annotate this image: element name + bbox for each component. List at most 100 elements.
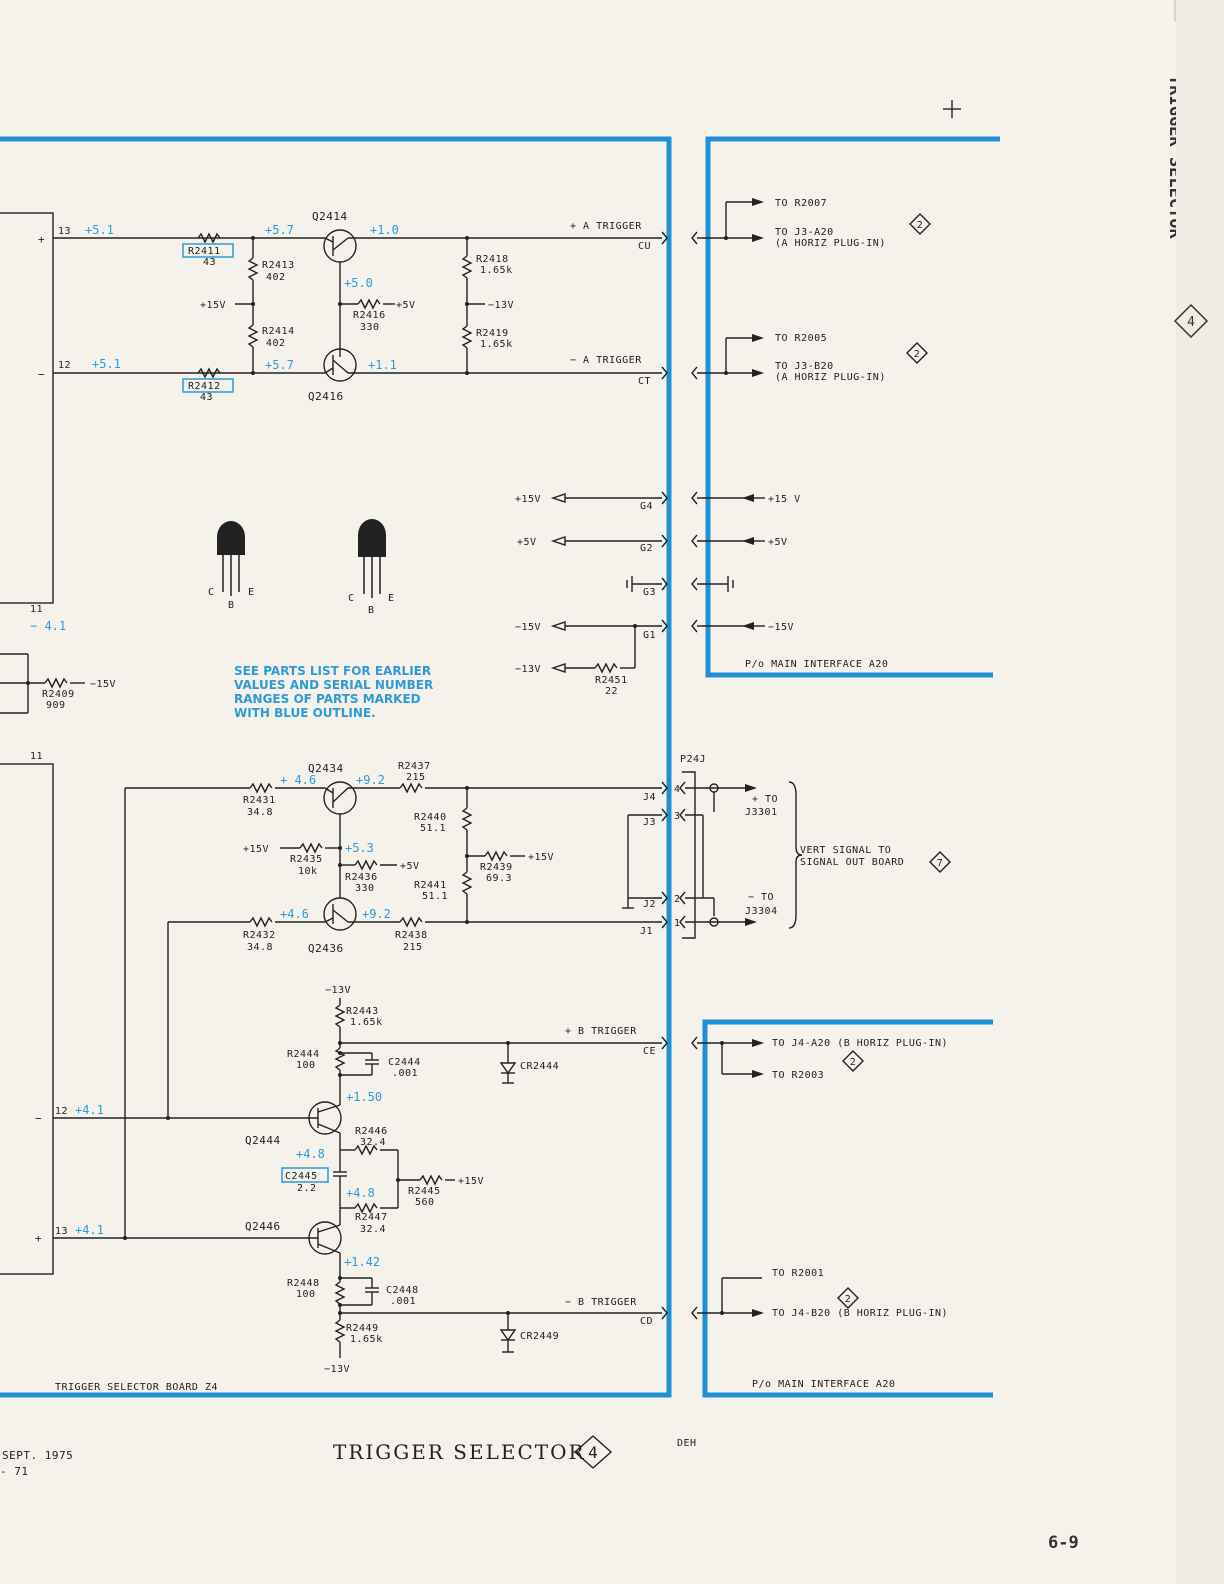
svg-text:2: 2 (914, 349, 921, 360)
svg-text:R2416: R2416 (353, 310, 386, 321)
svg-text:−: − (35, 1112, 42, 1125)
svg-text:C2445: C2445 (285, 1171, 318, 1182)
svg-text:R2446: R2446 (355, 1126, 388, 1137)
svg-text:J3: J3 (643, 817, 656, 828)
svg-text:R2409: R2409 (42, 689, 75, 700)
svg-text:+1.0: +1.0 (370, 223, 399, 237)
svg-text:Q2446: Q2446 (245, 1220, 281, 1233)
svg-text:Q2436: Q2436 (308, 942, 344, 955)
svg-text:13: 13 (55, 1226, 68, 1237)
drafter-initials: DEH (677, 1438, 697, 1449)
svg-text:TO J3-B20: TO J3-B20 (775, 361, 834, 372)
svg-text:−13V: −13V (488, 300, 514, 311)
svg-text:R2413: R2413 (262, 260, 295, 271)
svg-text:+4.6: +4.6 (280, 907, 309, 921)
svg-text:CU: CU (638, 241, 651, 252)
svg-text:13: 13 (58, 226, 71, 237)
svg-text:TO R2003: TO R2003 (772, 1070, 824, 1081)
svg-text:1.65k: 1.65k (480, 339, 513, 350)
svg-text:+4.8: +4.8 (296, 1147, 325, 1161)
svg-text:34.8: 34.8 (247, 807, 273, 818)
svg-text:G2: G2 (640, 543, 653, 554)
svg-text:+5V: +5V (768, 537, 788, 548)
svg-text:1: 1 (674, 918, 681, 929)
svg-text:+5.1: +5.1 (92, 357, 121, 371)
svg-text:+ A TRIGGER: + A TRIGGER (570, 221, 642, 232)
svg-text:7: 7 (937, 858, 944, 869)
board-outline (0, 136, 672, 1398)
svg-text:C2444: C2444 (388, 1057, 421, 1068)
svg-text:2: 2 (850, 1057, 857, 1068)
svg-text:+5V: +5V (400, 861, 420, 872)
svg-text:CR2449: CR2449 (520, 1331, 559, 1342)
svg-text:CR2444: CR2444 (520, 1061, 559, 1072)
interface-label-a: P/o MAIN INTERFACE A20 (745, 659, 888, 670)
svg-text:2: 2 (674, 894, 681, 905)
parts-list-note: SEE PARTS LIST FOR EARLIER VALUES AND SE… (234, 664, 433, 720)
svg-text:J1: J1 (640, 926, 653, 937)
svg-text:(A HORIZ PLUG-IN): (A HORIZ PLUG-IN) (775, 372, 886, 383)
svg-text:+5V: +5V (396, 300, 416, 311)
svg-text:R2447: R2447 (355, 1212, 388, 1223)
svg-text:100: 100 (296, 1060, 316, 1071)
svg-text:34.8: 34.8 (247, 942, 273, 953)
svg-text:−: − (38, 368, 45, 381)
svg-text:B: B (368, 605, 375, 616)
svg-text:− 4.1: − 4.1 (30, 619, 66, 633)
svg-text:+1.1: +1.1 (368, 358, 397, 372)
svg-text:R2436: R2436 (345, 872, 378, 883)
svg-text:+15 V: +15 V (768, 494, 801, 505)
svg-text:560: 560 (415, 1197, 435, 1208)
svg-text:TO R2005: TO R2005 (775, 333, 827, 344)
svg-text:+5.0: +5.0 (344, 276, 373, 290)
svg-text:− TO: − TO (748, 892, 774, 903)
page-number: 6-9 (1048, 1533, 1079, 1553)
svg-text:J3304: J3304 (745, 906, 778, 917)
power-connections: 11 − 4.1 −15V R2409 909 11 C B E (0, 491, 801, 762)
doc-code: - 71 (0, 1465, 29, 1478)
svg-text:+ 4.6: + 4.6 (280, 773, 316, 787)
diamond-ref-3: 2 (842, 1050, 864, 1072)
svg-text:TO J4-B20 (B HORIZ PLUG-IN): TO J4-B20 (B HORIZ PLUG-IN) (772, 1308, 948, 1319)
svg-text:VERT SIGNAL TO: VERT SIGNAL TO (800, 845, 891, 856)
svg-text:51.1: 51.1 (420, 823, 446, 834)
board-label: TRIGGER SELECTOR BOARD Z4 (55, 1382, 218, 1393)
svg-text:2: 2 (845, 1294, 852, 1305)
svg-text:69.3: 69.3 (486, 873, 512, 884)
svg-text:R2411: R2411 (188, 246, 221, 257)
svg-text:R2418: R2418 (476, 254, 509, 265)
vert-signal-section: Q2434 Q2436 R2431 34.8 R2432 34.8 + 4.6 … (124, 754, 951, 1238)
svg-text:+5.7: +5.7 (265, 223, 294, 237)
svg-text:215: 215 (403, 942, 423, 953)
svg-text:32.4: 32.4 (360, 1137, 386, 1148)
svg-text:402: 402 (266, 272, 286, 283)
svg-text:R2431: R2431 (243, 795, 276, 806)
index-tab-diamond: 4 (1173, 303, 1209, 339)
diamond-ref-2: 2 (906, 342, 928, 364)
svg-text:2.2: 2.2 (297, 1183, 317, 1194)
svg-text:R2439: R2439 (480, 862, 513, 873)
svg-text:Q2434: Q2434 (308, 762, 344, 775)
interface-a-outline (705, 136, 1000, 678)
svg-text:TO J4-A20 (B HORIZ PLUG-IN): TO J4-A20 (B HORIZ PLUG-IN) (772, 1038, 948, 1049)
svg-text:11: 11 (30, 751, 43, 762)
svg-text:32.4: 32.4 (360, 1224, 386, 1235)
bottom-title: TRIGGER SELECTOR (333, 1440, 586, 1464)
svg-text:C2448: C2448 (386, 1285, 419, 1296)
interface-label-b: P/o MAIN INTERFACE A20 (752, 1379, 895, 1390)
svg-text:TO R2001: TO R2001 (772, 1268, 824, 1279)
svg-text:R2440: R2440 (414, 812, 447, 823)
svg-text:Q2444: Q2444 (245, 1134, 281, 1147)
svg-text:−15V: −15V (90, 679, 116, 690)
svg-text:Q2416: Q2416 (308, 390, 344, 403)
diamond-ref-4: 2 (837, 1287, 859, 1309)
svg-text:CT: CT (638, 376, 651, 387)
svg-text:R2444: R2444 (287, 1049, 320, 1060)
svg-text:R2437: R2437 (398, 761, 431, 772)
svg-text:TO R2007: TO R2007 (775, 198, 827, 209)
svg-text:R2441: R2441 (414, 880, 447, 891)
svg-text:+ B TRIGGER: + B TRIGGER (565, 1026, 637, 1037)
svg-text:+: + (35, 1232, 42, 1245)
svg-text:+4.1: +4.1 (75, 1223, 104, 1237)
